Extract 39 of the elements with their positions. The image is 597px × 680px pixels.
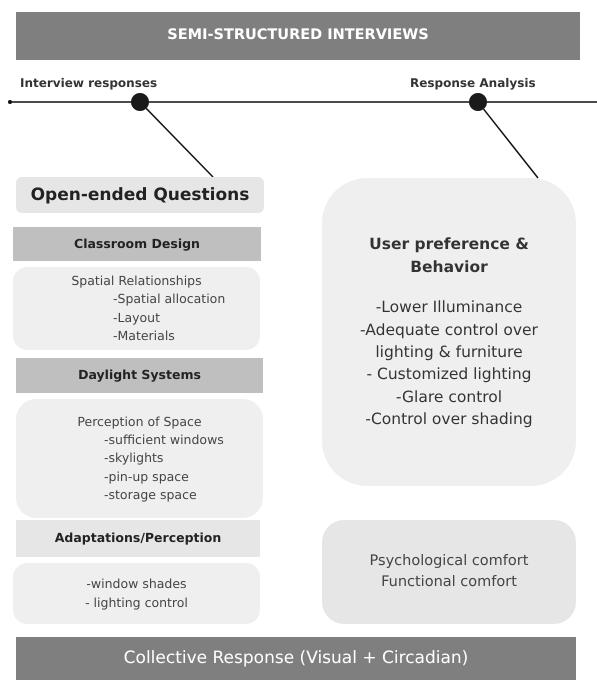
box-label: Daylight Systems — [78, 366, 201, 384]
comfort-box — [322, 520, 576, 624]
category-bar — [16, 520, 260, 557]
list-item: -sufficient windows — [104, 431, 224, 450]
findings-box — [322, 178, 576, 486]
box-heading: -window shades — [86, 575, 187, 594]
stage-label: Response Analysis — [410, 76, 536, 90]
box-label: Classroom Design — [74, 234, 200, 253]
connector-line — [482, 108, 539, 178]
stage-label: Interview responses — [20, 76, 158, 90]
category-bar — [13, 227, 261, 261]
box-heading: Spatial Relationships — [71, 272, 202, 290]
box-label: Open-ended Questions — [30, 184, 250, 207]
list-item: - Customized lighting — [366, 364, 532, 386]
heading-box — [16, 177, 264, 213]
timeline-dot — [469, 93, 487, 111]
box-label: SEMI-STRUCTURED INTERVIEWS — [167, 26, 429, 46]
connector-line — [146, 108, 214, 178]
box-label: Collective Response (Visual + Circadian) — [124, 647, 468, 670]
box-heading: Perception of Space — [77, 413, 202, 432]
list-item: -Layout — [113, 308, 160, 327]
result-bar — [16, 637, 576, 680]
timeline-dot — [131, 93, 149, 111]
list-item: -pin-up space — [104, 468, 189, 486]
list-item: -Control over shading — [365, 409, 533, 430]
box-heading: Psychological comfort — [370, 552, 528, 571]
list-item: Functional comfort — [381, 573, 517, 592]
list-item: -Lower Illuminance — [376, 297, 522, 318]
title-bar — [16, 12, 580, 60]
list-item: -skylights — [104, 449, 164, 468]
list-item: -Glare control — [396, 386, 502, 408]
list-item: -Adequate control over lighting & furniture — [359, 320, 539, 363]
box-heading: User preference & Behavior — [368, 234, 530, 278]
list-item: -storage space — [104, 486, 197, 504]
list-item: - lighting control — [85, 594, 188, 612]
list-item: -Spatial allocation — [113, 290, 226, 308]
box-label: Adaptations/Perception — [54, 529, 222, 548]
category-bar — [16, 358, 263, 393]
list-item: -Materials — [113, 326, 175, 345]
